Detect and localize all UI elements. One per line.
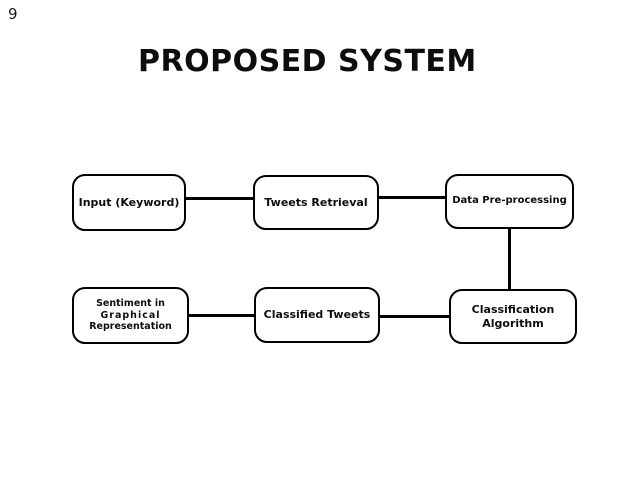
slide-title: PROPOSED SYSTEM	[138, 44, 477, 79]
box-sentiment-line-3: Representation	[89, 321, 172, 333]
connector-classification-algorithm-to-classified-tweets	[378, 315, 451, 318]
box-classification-line-2: Algorithm	[482, 316, 544, 330]
box-input-keyword: Input (Keyword)	[72, 174, 186, 231]
connector-input-to-tweets-retrieval	[184, 197, 255, 200]
box-sentiment-line-2: Graphical	[100, 309, 161, 321]
connector-tweets-retrieval-to-data-pre-processing	[377, 196, 447, 199]
box-sentiment-graphical-representation: Sentiment in Graphical Representation	[72, 287, 189, 344]
slide-number: 9	[8, 5, 18, 23]
box-data-pre-processing-label: Data Pre-processing	[452, 195, 567, 207]
box-sentiment-line-1: Sentiment in	[96, 297, 165, 309]
box-tweets-retrieval: Tweets Retrieval	[253, 175, 379, 230]
box-data-pre-processing: Data Pre-processing	[445, 174, 574, 229]
box-classified-tweets-label: Classified Tweets	[263, 308, 371, 322]
connector-classified-tweets-to-sentiment-representation	[187, 314, 256, 317]
box-classification-line-1: Classification	[471, 302, 555, 316]
box-tweets-retrieval-label: Tweets Retrieval	[264, 195, 368, 209]
box-classified-tweets: Classified Tweets	[254, 287, 380, 343]
box-classification-algorithm: Classification Algorithm	[449, 289, 577, 344]
box-input-keyword-label: Input (Keyword)	[78, 195, 180, 209]
connector-data-pre-processing-to-classification-algorithm	[508, 228, 511, 291]
